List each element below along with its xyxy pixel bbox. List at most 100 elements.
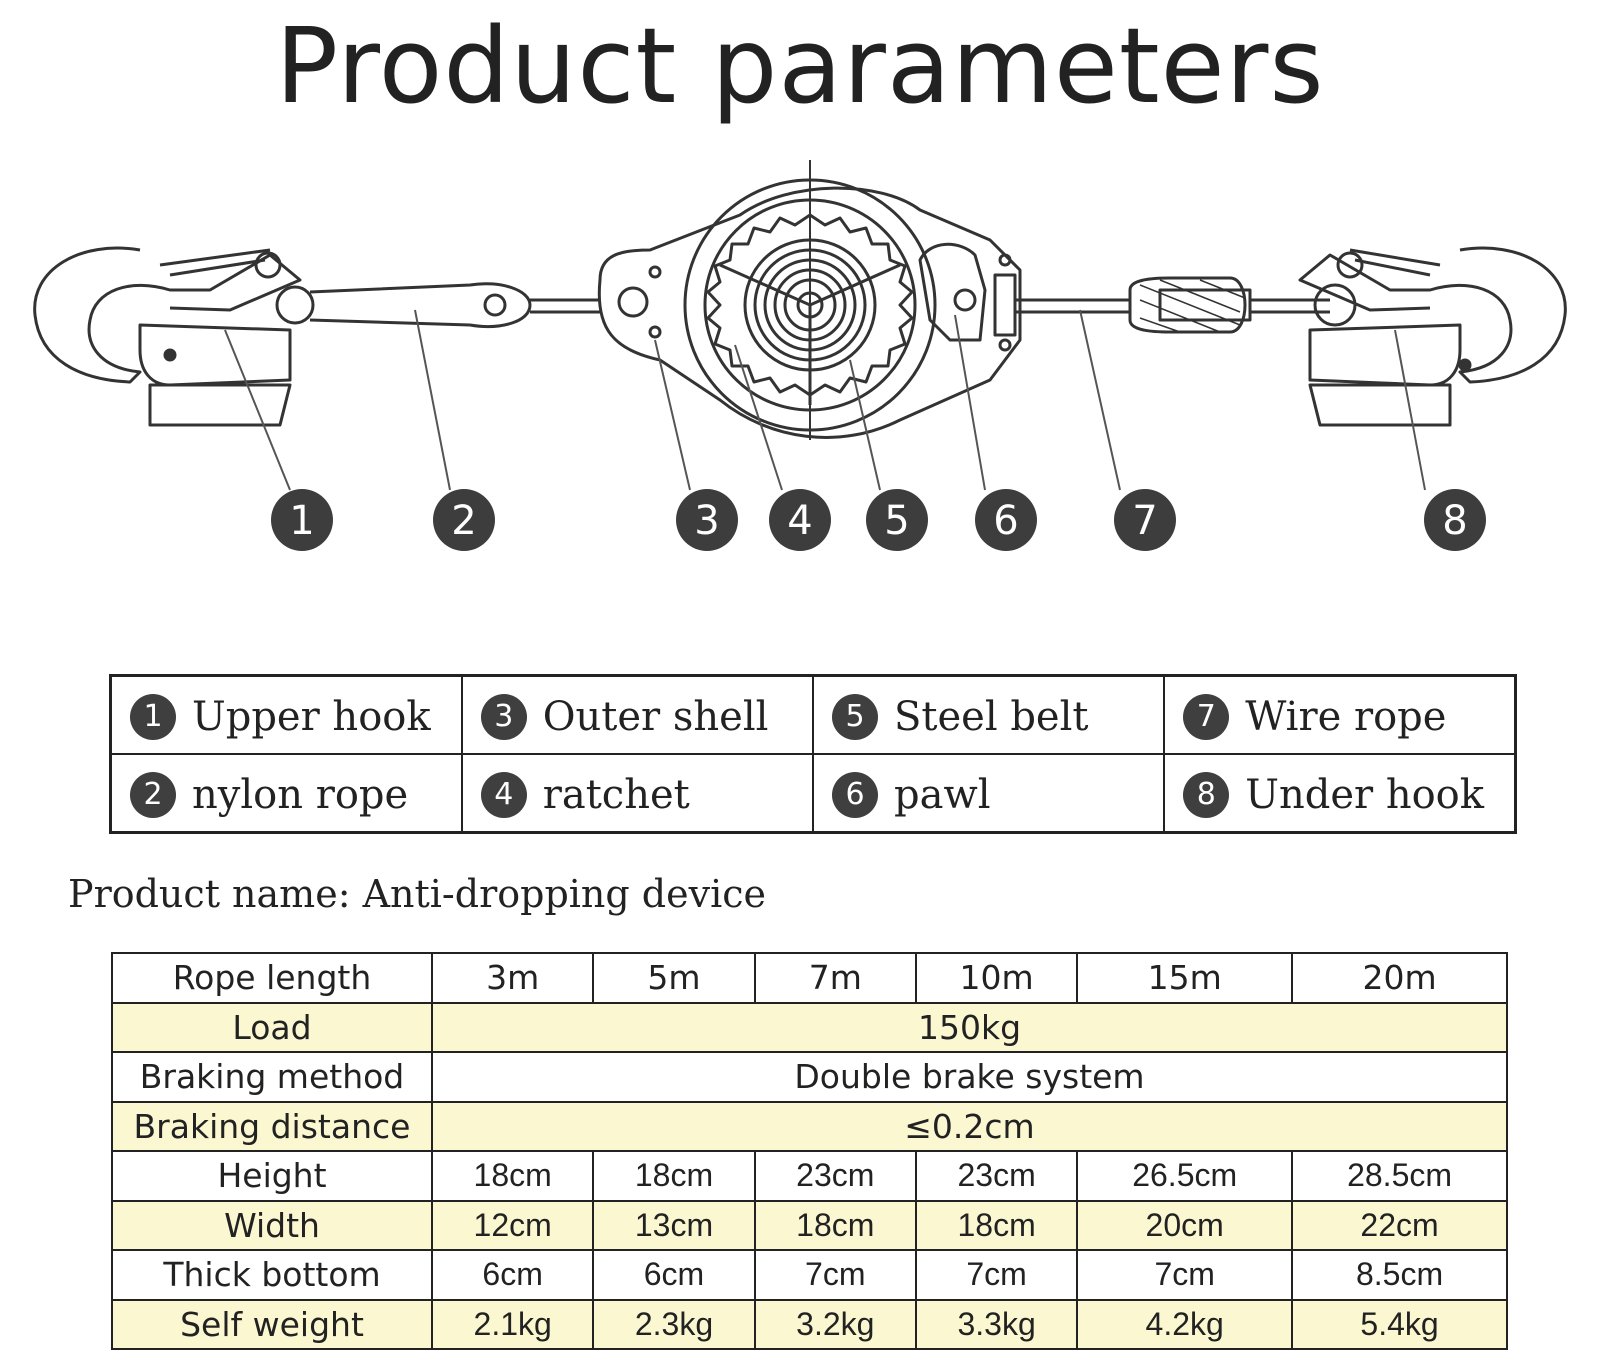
legend-label: nylon rope (192, 771, 409, 818)
table-row-self-weight: Self weight 2.1kg 2.3kg 3.2kg 3.3kg 4.2k… (111, 1298, 1508, 1350)
legend-label: ratchet (542, 771, 690, 818)
callout-8: 8 (1424, 489, 1486, 551)
upper-hook-drawing (33, 246, 302, 427)
table-cell: ≤0.2cm (431, 1100, 1508, 1152)
svg-text:5: 5 (884, 498, 909, 544)
row-header: Load (111, 1001, 433, 1053)
legend-badge: 1 (130, 693, 176, 740)
svg-text:1: 1 (289, 498, 314, 544)
table-cell: 20m (1291, 952, 1508, 1004)
nylon-rope-drawing (275, 282, 600, 328)
row-header: Height (111, 1150, 433, 1202)
table-cell: 28.5cm (1291, 1150, 1508, 1202)
table-cell: Double brake system (431, 1051, 1508, 1103)
legend-row: 2 nylon rope 4 ratchet 6 pawl 8 Under hook (109, 753, 1517, 834)
table-cell: 6cm (592, 1249, 756, 1301)
table-cell: 18cm (592, 1150, 756, 1202)
table-cell: 23cm (914, 1150, 1079, 1202)
svg-text:6: 6 (993, 498, 1018, 544)
callout-7: 7 (1114, 489, 1176, 551)
table-cell: 3.3kg (914, 1298, 1079, 1350)
legend-item-outer-shell: 3 Outer shell (460, 674, 815, 755)
svg-text:8: 8 (1442, 498, 1467, 544)
legend-badge: 5 (832, 693, 878, 740)
table-row-braking-method: Braking method Double brake system (111, 1051, 1508, 1103)
table-cell: 7cm (1076, 1249, 1294, 1301)
ratchet-drawing (706, 160, 914, 440)
legend-item-ratchet: 4 ratchet (460, 753, 815, 834)
table-cell: 2.1kg (430, 1298, 595, 1350)
legend-badge: 3 (480, 693, 527, 740)
table-cell: 3m (430, 952, 595, 1004)
table-cell: 5.4kg (1291, 1298, 1508, 1350)
legend-item-upper-hook: 1 Upper hook (109, 674, 463, 755)
table-cell: 3.2kg (753, 1298, 917, 1350)
callout-2: 2 (433, 489, 495, 551)
product-name: Product name: Anti-dropping device (68, 872, 767, 916)
row-header: Thick bottom (111, 1249, 433, 1301)
row-header: Braking method (111, 1051, 433, 1103)
table-cell: 18cm (430, 1150, 595, 1202)
callout-3: 3 (676, 489, 738, 551)
table-cell: 7m (753, 952, 917, 1004)
legend-badge: 6 (832, 771, 878, 818)
table-cell: 6cm (430, 1249, 595, 1301)
callout-badges: 1 2 3 4 5 6 7 8 (271, 489, 1486, 551)
legend-label: pawl (894, 771, 991, 818)
legend-badge: 8 (1183, 771, 1230, 818)
table-cell: 15m (1076, 952, 1294, 1004)
legend-badge: 4 (480, 771, 527, 818)
legend-label: Under hook (1245, 771, 1484, 818)
table-cell: 10m (914, 952, 1079, 1004)
svg-text:4: 4 (787, 498, 812, 544)
table-cell: 4.2kg (1076, 1298, 1294, 1350)
under-hook-drawing (1298, 246, 1567, 427)
table-cell: 2.3kg (592, 1298, 756, 1350)
svg-text:7: 7 (1132, 498, 1157, 544)
table-cell: 18cm (914, 1199, 1079, 1251)
row-header: Width (111, 1199, 433, 1251)
table-cell: 150kg (431, 1001, 1508, 1053)
legend-item-under-hook: 8 Under hook (1163, 753, 1517, 834)
callout-6: 6 (975, 489, 1037, 551)
pawl-drawing (918, 242, 1017, 352)
table-cell: 7cm (753, 1249, 917, 1301)
svg-text:2: 2 (451, 498, 476, 544)
table-row-rope-length: Rope length 3m 5m 7m 10m 15m 20m (111, 952, 1508, 1004)
table-cell: 18cm (753, 1199, 917, 1251)
table-cell: 13cm (592, 1199, 756, 1251)
legend-badge: 2 (130, 771, 176, 818)
legend-label: Steel belt (894, 693, 1089, 740)
table-row-height: Height 18cm 18cm 23cm 23cm 26.5cm 28.5cm (111, 1150, 1508, 1202)
table-row-width: Width 12cm 13cm 18cm 18cm 20cm 22cm (111, 1199, 1508, 1251)
row-header: Braking distance (111, 1100, 433, 1152)
table-cell: 22cm (1291, 1199, 1508, 1251)
table-cell: 5m (592, 952, 756, 1004)
svg-text:3: 3 (694, 498, 719, 544)
table-cell: 26.5cm (1076, 1150, 1294, 1202)
table-row-load: Load 150kg (111, 1001, 1508, 1053)
legend-label: Upper hook (192, 693, 431, 740)
callout-1: 1 (271, 489, 333, 551)
table-row-braking-distance: Braking distance ≤0.2cm (111, 1100, 1508, 1152)
table-cell: 20cm (1076, 1199, 1294, 1251)
spec-table: Rope length 3m 5m 7m 10m 15m 20m Load 15… (111, 952, 1508, 1350)
table-cell: 8.5cm (1291, 1249, 1508, 1301)
table-cell: 7cm (914, 1249, 1079, 1301)
legend-item-pawl: 6 pawl (811, 753, 1166, 834)
callout-4: 4 (769, 489, 831, 551)
wire-rope-drawing (1015, 276, 1330, 334)
row-header: Rope length (111, 952, 433, 1004)
legend-label: Outer shell (542, 693, 769, 740)
table-cell: 12cm (430, 1199, 595, 1251)
legend-label: Wire rope (1245, 693, 1447, 740)
legend-item-steel-belt: 5 Steel belt (811, 674, 1166, 755)
table-cell: 23cm (753, 1150, 917, 1202)
callout-5: 5 (866, 489, 928, 551)
device-diagram: 1 2 3 4 5 6 7 8 (33, 160, 1567, 551)
legend-item-nylon-rope: 2 nylon rope (109, 753, 463, 834)
page-title: Product parameters (275, 5, 1325, 127)
